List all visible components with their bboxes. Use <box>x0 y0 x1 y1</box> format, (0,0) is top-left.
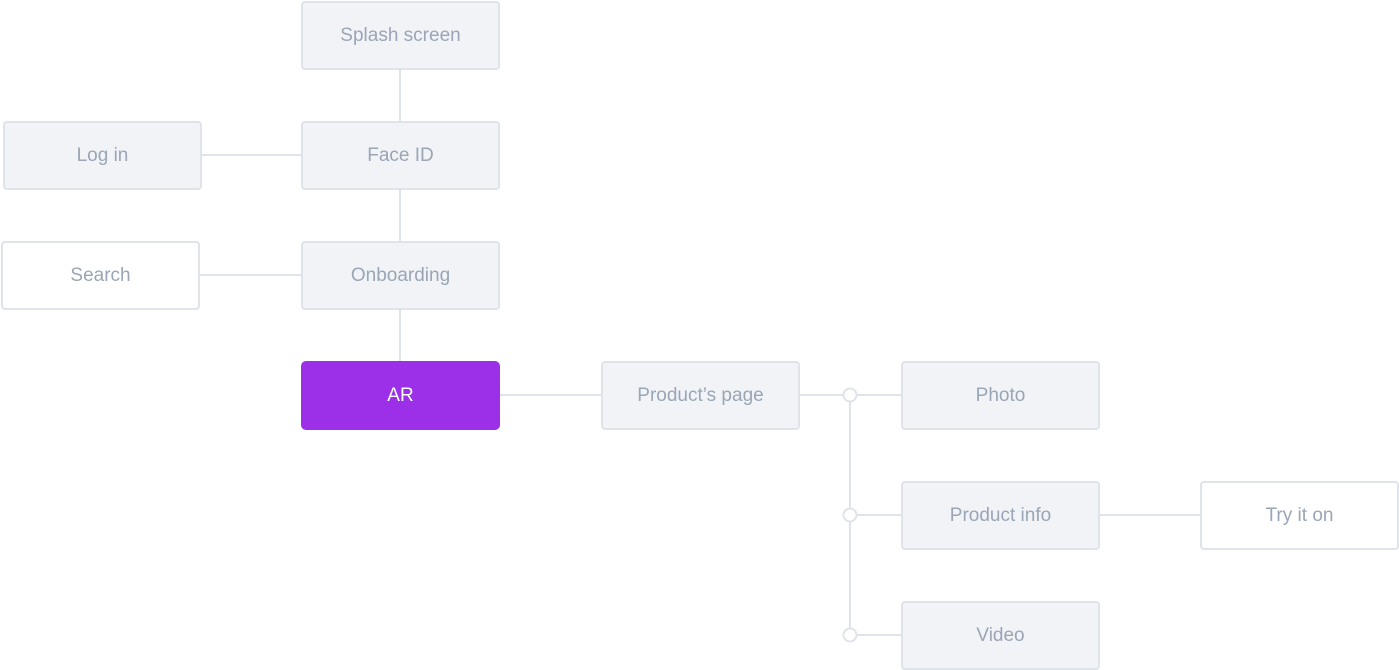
node-search[interactable]: Search <box>1 241 200 310</box>
node-video[interactable]: Video <box>901 601 1100 670</box>
node-photo[interactable]: Photo <box>901 361 1100 430</box>
node-try-it-on[interactable]: Try it on <box>1200 481 1399 550</box>
branch-joint-video <box>842 627 858 643</box>
branch-joint-productinfo <box>842 507 858 523</box>
node-log-in[interactable]: Log in <box>3 121 202 190</box>
node-products-page[interactable]: Product’s page <box>601 361 800 430</box>
node-face-id[interactable]: Face ID <box>301 121 500 190</box>
node-onboarding[interactable]: Onboarding <box>301 241 500 310</box>
branch-joint-photo <box>842 387 858 403</box>
node-ar[interactable]: AR <box>301 361 500 430</box>
node-product-info[interactable]: Product info <box>901 481 1100 550</box>
node-splash-screen[interactable]: Splash screen <box>301 1 500 70</box>
